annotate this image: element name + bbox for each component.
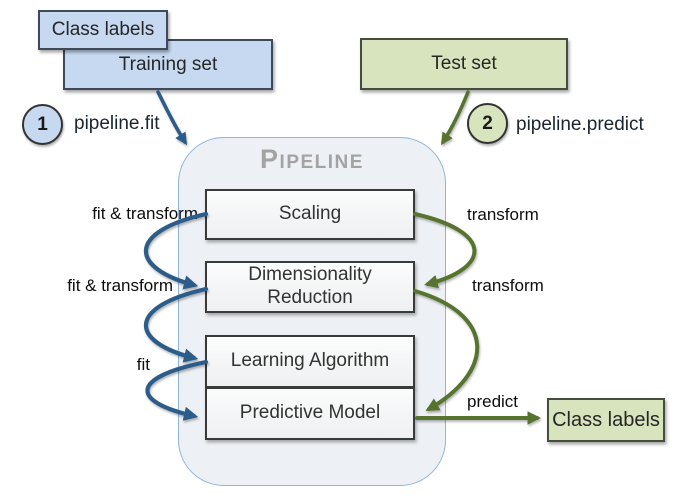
stage-box-learning-algorithm: Learning Algorithm [205, 335, 415, 388]
training-set-box: Training set [63, 39, 273, 90]
step-1-badge: 1 [22, 104, 63, 145]
label-fit-transform-1: fit & transform [92, 204, 198, 223]
arrow-test-set-to-pipeline [441, 90, 470, 146]
class-labels-output-box: Class labels [547, 398, 665, 442]
stage-box-predictive-model: Predictive Model [205, 387, 415, 440]
label-fit-transform-2: fit & transform [67, 276, 173, 295]
arrow-training-set-to-pipeline [156, 90, 187, 146]
class-labels-input-box: Class labels [38, 10, 168, 50]
label-transform-1: transform [467, 205, 539, 224]
pipeline-title: Pipeline [260, 144, 364, 174]
stage-box-scaling: Scaling [205, 189, 415, 240]
label-transform-2: transform [472, 276, 544, 295]
label-predict: predict [467, 392, 519, 411]
step-2-badge: 2 [467, 103, 508, 144]
label-fit: fit [136, 355, 150, 374]
pipeline-fit-label: pipeline.fit [74, 113, 160, 134]
pipeline-predict-label: pipeline.predict [516, 114, 644, 135]
test-set-box: Test set [360, 38, 568, 90]
stage-box-dimensionality-reduction: Dimensionality Reduction [205, 261, 415, 313]
